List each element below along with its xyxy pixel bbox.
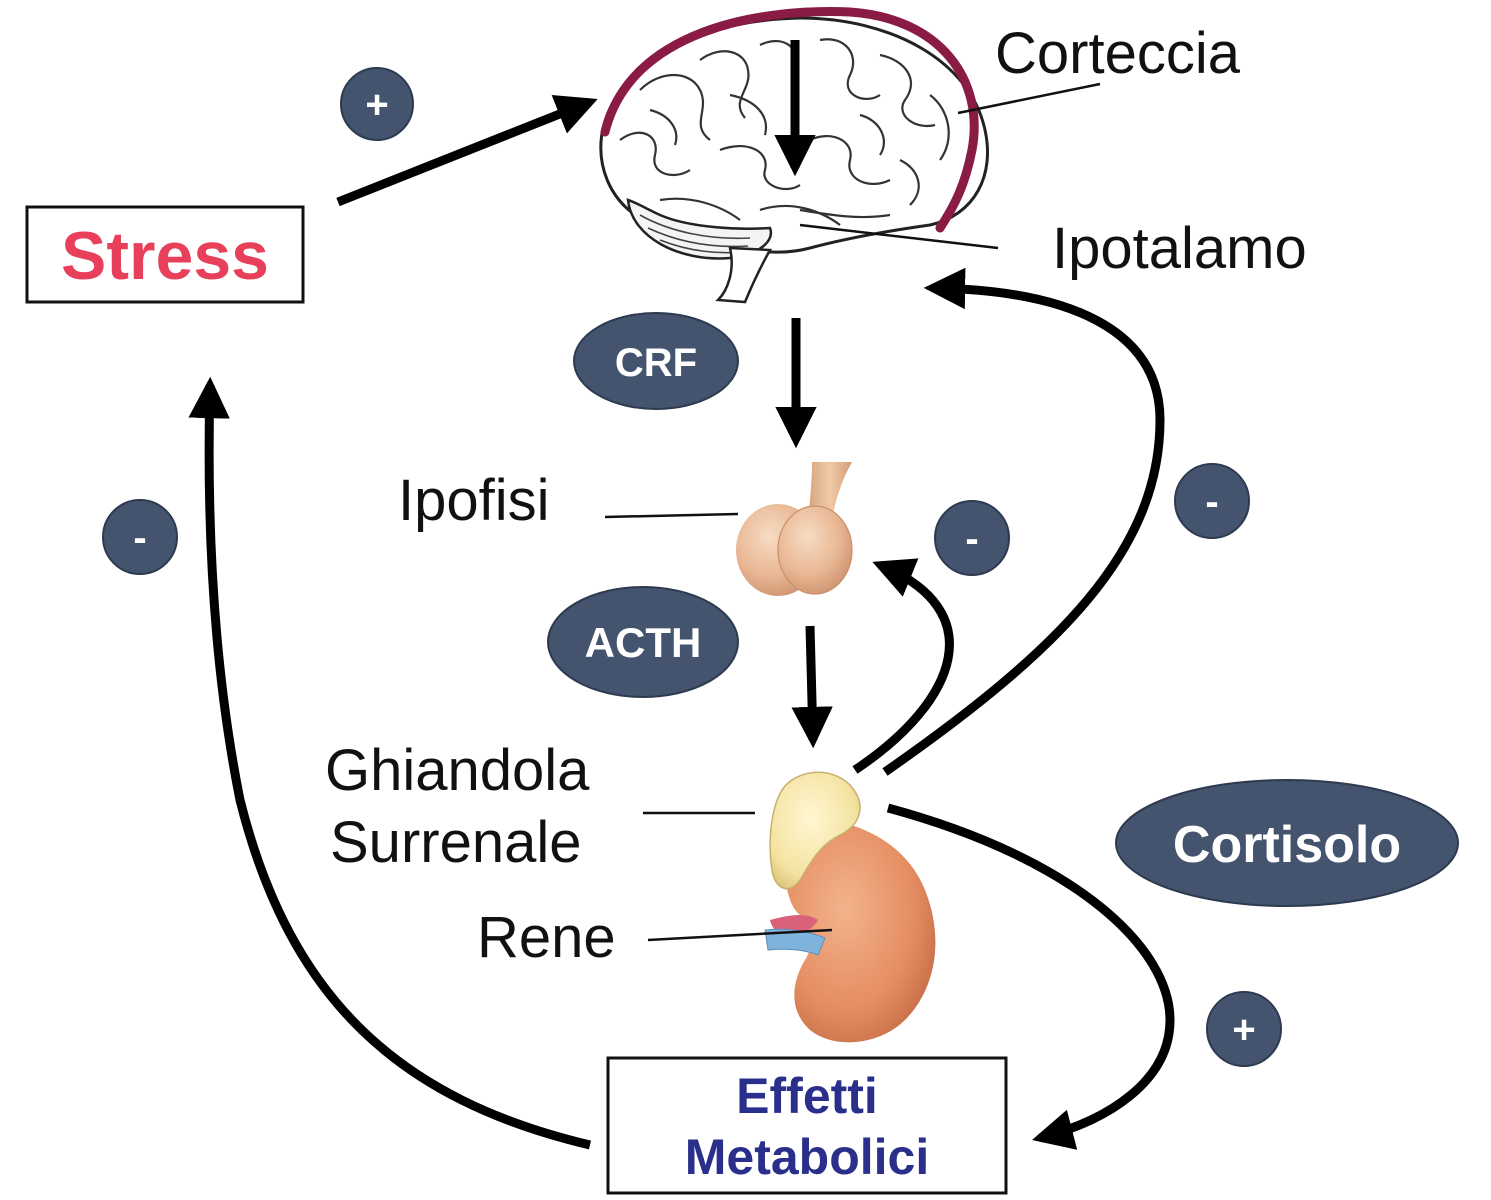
arrow-cortisolo-to-effetti [886, 803, 1175, 1150]
pituitary-illustration [736, 462, 853, 596]
adrenal-gland-illustration [769, 771, 861, 890]
svg-text:-: - [965, 517, 978, 561]
pointer-corteccia [957, 82, 1101, 115]
pointer-ipotalamo [799, 223, 999, 250]
arrow-acth-to-surrenale [791, 625, 833, 749]
label-ipofisi: Ipofisi [398, 468, 550, 533]
svg-text:+: + [365, 83, 388, 127]
label-corteccia: Corteccia [995, 21, 1241, 86]
stress-box: Stress [25, 205, 305, 304]
arrow-feedback-ipotalamo [882, 267, 1165, 776]
svg-text:-: - [133, 516, 146, 560]
svg-text:CRF: CRF [615, 341, 697, 385]
sign-badge-to-effetti: + [1206, 991, 1282, 1067]
svg-text:-: - [1205, 480, 1218, 524]
pointer-ipofisi [604, 512, 739, 519]
kidney-illustration [764, 819, 936, 1043]
sign-badge-to-ipotalamo: - [1174, 463, 1250, 539]
arrow-feedback-ipofisi [852, 558, 954, 774]
arrow-effetti-to-stress [188, 376, 592, 1150]
effetti-label-line1: Effetti [736, 1068, 878, 1124]
effetti-metabolici-box: Effetti Metabolici [606, 1056, 1008, 1195]
cortex-arc [600, 7, 979, 233]
sign-badge-to-ipofisi: - [934, 500, 1010, 576]
label-rene: Rene [477, 905, 616, 970]
sign-badge-stress-to-brain: + [340, 67, 414, 141]
effetti-label-line2: Metabolici [685, 1129, 929, 1185]
pointer-rene [647, 928, 833, 942]
sign-badge-to-stress: - [102, 499, 178, 575]
label-ipotalamo: Ipotalamo [1052, 216, 1307, 281]
label-ghiandola-line1: Ghiandola [325, 738, 590, 803]
hormone-acth: ACTH [547, 586, 739, 698]
svg-text:Cortisolo: Cortisolo [1173, 816, 1401, 874]
hormone-crf: CRF [573, 312, 739, 410]
svg-text:+: + [1232, 1008, 1255, 1052]
svg-text:ACTH: ACTH [585, 619, 702, 666]
label-ghiandola-line2: Surrenale [330, 810, 581, 875]
hormone-cortisolo: Cortisolo [1115, 779, 1459, 907]
stress-label: Stress [61, 218, 269, 294]
arrow-stress-to-brain [336, 94, 598, 207]
